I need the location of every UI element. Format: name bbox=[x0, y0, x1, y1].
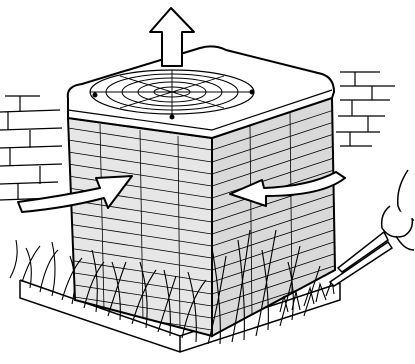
exhaust-up-arrow-icon bbox=[149, 7, 195, 67]
air-intake-arrow-left-icon bbox=[17, 175, 133, 213]
air-intake-arrow-right-icon bbox=[229, 171, 346, 207]
brick-wall-left bbox=[0, 95, 63, 201]
condenser-front-face bbox=[66, 116, 213, 338]
fan-grille bbox=[89, 69, 255, 120]
tall-grass bbox=[9, 229, 335, 345]
grass-shears-icon bbox=[328, 169, 415, 287]
brick-wall-right bbox=[336, 71, 395, 147]
